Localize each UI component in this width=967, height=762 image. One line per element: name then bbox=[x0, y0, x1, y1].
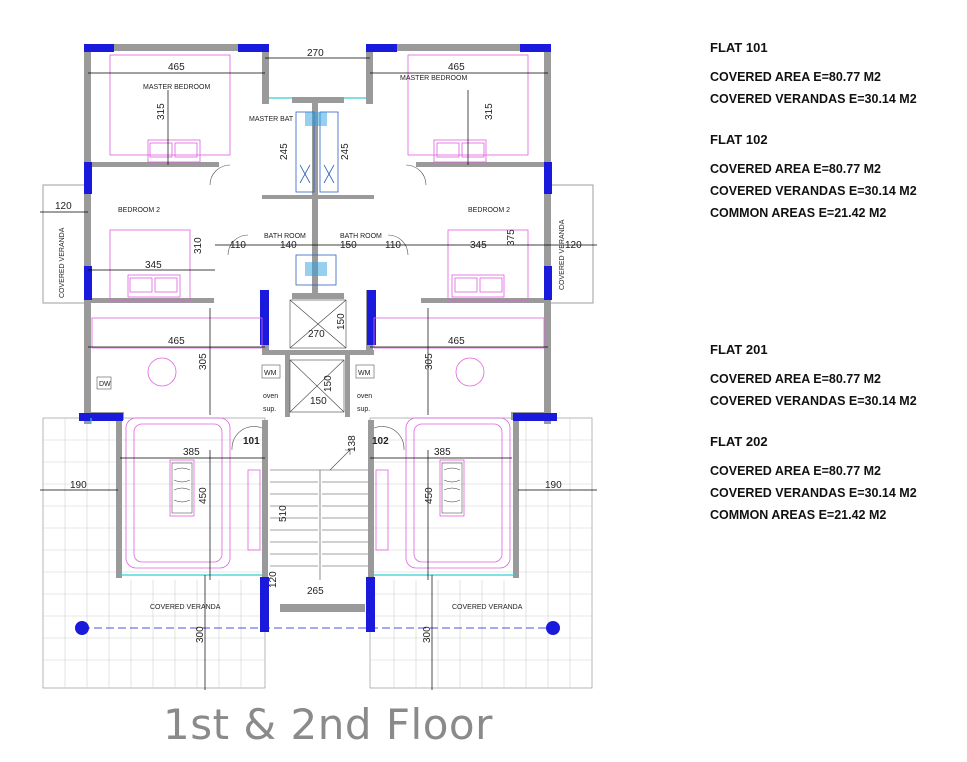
dim-living-left-d: 450 bbox=[198, 487, 209, 504]
rugs bbox=[171, 462, 463, 514]
dim-veranda-left-d: 300 bbox=[195, 626, 206, 643]
room-covered-veranda-right-side: COVERED VERANDA bbox=[559, 219, 566, 290]
legend-flat-title: FLAT 102 bbox=[710, 132, 768, 147]
walls-right-flat bbox=[366, 44, 551, 578]
room-covered-veranda-bottom-right: COVERED VERANDA bbox=[452, 604, 523, 611]
dim-mb-left-depth: 315 bbox=[156, 103, 167, 120]
legend-area-line: COVERED AREA E=80.77 M2 bbox=[710, 162, 882, 176]
dim-kitchen-right-w: 465 bbox=[448, 336, 465, 347]
staircase bbox=[270, 299, 368, 580]
floor-plan: MASTER BEDROOM MASTER BEDROOM MASTER BAT… bbox=[40, 44, 597, 690]
dim-lift-d: 150 bbox=[323, 375, 334, 392]
legend-area-line: COVERED AREA E=80.77 M2 bbox=[710, 372, 882, 386]
dim-bath-left-h: 245 bbox=[279, 143, 290, 160]
legend-flat-title: FLAT 202 bbox=[710, 434, 768, 449]
dim-side-left: 190 bbox=[70, 480, 87, 491]
legend-area-line: COVERED VERANDAS E=30.14 M2 bbox=[710, 394, 917, 408]
room-master-bedroom-right: MASTER BEDROOM bbox=[400, 75, 467, 82]
room-covered-veranda-bottom-left: COVERED VERANDA bbox=[150, 604, 221, 611]
walls-core bbox=[262, 97, 374, 612]
legend-area-line: COVERED AREA E=80.77 M2 bbox=[710, 70, 882, 84]
dim-landing: 120 bbox=[268, 571, 279, 588]
dim-kitchen-right-d: 305 bbox=[424, 353, 435, 370]
dim-bed2-left-d: 310 bbox=[193, 237, 204, 254]
dim-top-right-width: 465 bbox=[448, 62, 465, 73]
room-master-bath: MASTER BAT bbox=[249, 116, 294, 123]
dim-bed2-right-d: 375 bbox=[506, 229, 517, 246]
dim-stair-len: 510 bbox=[278, 505, 289, 522]
dim-bath-w: 140 bbox=[280, 240, 297, 251]
flat-number-right: 102 bbox=[372, 436, 389, 447]
room-bedroom2-right: BEDROOM 2 bbox=[468, 207, 510, 214]
room-bathroom-right: BATH ROOM bbox=[340, 233, 382, 240]
dim-kitchen-left-w: 465 bbox=[168, 336, 185, 347]
dim-stair-side: 150 bbox=[336, 313, 347, 330]
legend-area-line: COMMON AREAS E=21.42 M2 bbox=[710, 206, 887, 220]
fixture-oven-left: oven bbox=[263, 393, 278, 400]
door-swings bbox=[209, 164, 427, 451]
room-bedroom2-left: BEDROOM 2 bbox=[118, 207, 160, 214]
legend-area-line: COMMON AREAS E=21.42 M2 bbox=[710, 508, 887, 522]
room-bathroom-left: BATH ROOM bbox=[264, 233, 306, 240]
legend-area-line: COVERED VERANDAS E=30.14 M2 bbox=[710, 92, 917, 106]
dim-kitchen-left-d: 305 bbox=[198, 353, 209, 370]
room-covered-veranda-left-side: COVERED VERANDA bbox=[59, 227, 66, 298]
dim-living-right-d: 450 bbox=[424, 487, 435, 504]
legend-area-line: COVERED VERANDAS E=30.14 M2 bbox=[710, 184, 917, 198]
legend-flat-title: FLAT 201 bbox=[710, 342, 768, 357]
legend-area-line: COVERED AREA E=80.77 M2 bbox=[710, 464, 882, 478]
veranda-grid-right bbox=[369, 417, 593, 689]
veranda-grid-left bbox=[42, 417, 266, 689]
dim-stair-w: 265 bbox=[307, 586, 324, 597]
dim-hall-left: 110 bbox=[230, 240, 246, 251]
flat-number-left: 101 bbox=[243, 436, 260, 447]
dim-left-veranda-w: 120 bbox=[55, 201, 72, 212]
glazing bbox=[90, 97, 515, 576]
dim-bed2-right-w: 345 bbox=[470, 240, 487, 251]
legend-area-line: COVERED VERANDAS E=30.14 M2 bbox=[710, 486, 917, 500]
dim-top-gap: 270 bbox=[307, 48, 324, 59]
dim-veranda-right-d: 300 bbox=[422, 626, 433, 643]
dim-bath-mid: 150 bbox=[340, 240, 357, 251]
fixture-oven-right: oven bbox=[357, 393, 372, 400]
dim-stair-top: 270 bbox=[308, 329, 325, 340]
walls-left-flat bbox=[84, 44, 269, 578]
bath-fixtures bbox=[295, 111, 339, 286]
columns bbox=[79, 44, 557, 632]
floor-title: 1st & 2nd Floor bbox=[163, 700, 493, 749]
room-master-bedroom-left: MASTER BEDROOM bbox=[143, 84, 210, 91]
dim-lift-w: 150 bbox=[310, 396, 327, 407]
dim-hall-right: 110 bbox=[385, 240, 401, 251]
dim-living-left-w: 385 bbox=[183, 447, 200, 458]
dim-living-right-w: 385 bbox=[434, 447, 451, 458]
fixture-sup-right: sup. bbox=[357, 406, 370, 413]
dim-bath-right-h: 245 bbox=[340, 143, 351, 160]
dim-bed2-left-w: 345 bbox=[145, 260, 162, 271]
dimension-lines bbox=[40, 57, 597, 690]
fixture-wm-right: WM bbox=[358, 370, 371, 377]
dim-right-veranda-w: 120 bbox=[565, 240, 582, 251]
fixture-dw: DW bbox=[99, 381, 111, 388]
dim-top-left-width: 465 bbox=[168, 62, 185, 73]
legend-flat-title: FLAT 101 bbox=[710, 40, 768, 55]
dim-side-right: 190 bbox=[545, 480, 562, 491]
dimension-labels: 270 465 465 315 315 245 245 120 120 345 … bbox=[55, 48, 582, 643]
fixture-wm-left: WM bbox=[264, 370, 277, 377]
dim-mb-right-depth: 315 bbox=[484, 103, 495, 120]
dim-entry-d: 138 bbox=[347, 435, 358, 452]
fixture-sup-left: sup. bbox=[263, 406, 276, 413]
